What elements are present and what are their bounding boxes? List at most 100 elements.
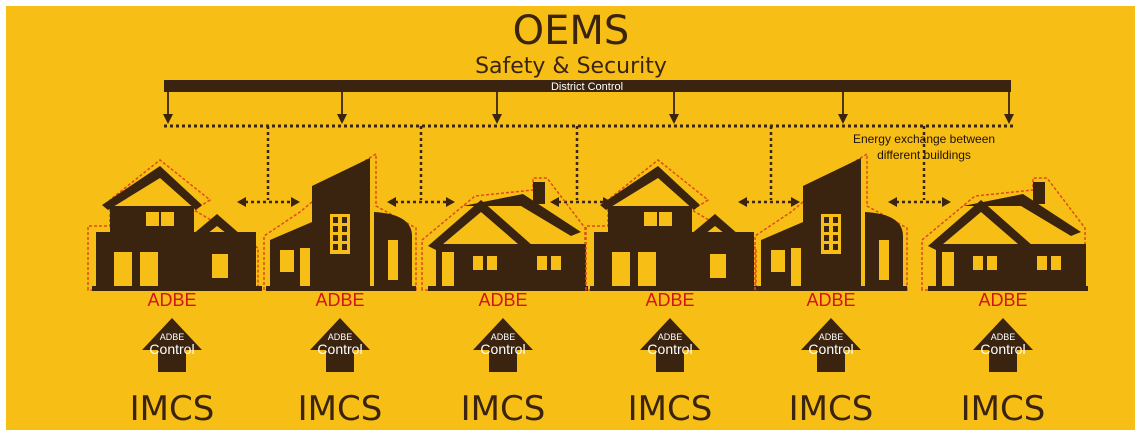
exchange-note-line1: Energy exchange between	[853, 132, 995, 146]
tower-left-window	[771, 250, 785, 272]
cottage-window	[987, 256, 997, 270]
imcs-label: IMCS	[461, 389, 546, 429]
cottage-wall	[436, 244, 586, 286]
tower-window-pane	[824, 217, 829, 223]
imcs-label: IMCS	[628, 389, 713, 429]
exchange-arrow-left-head	[387, 197, 396, 207]
cottage-chimney	[533, 182, 545, 204]
exchange-arrow-left-head	[550, 197, 559, 207]
up-arrow-icon	[310, 318, 370, 372]
tower-window-pane	[333, 226, 338, 232]
tower-window-pane	[833, 226, 838, 232]
cottage-window	[1037, 256, 1047, 270]
up-arrow-icon	[973, 318, 1033, 372]
exchange-arrow-left-head	[738, 197, 747, 207]
cottage-base	[428, 286, 588, 291]
control-label-bottom: Control	[808, 341, 853, 357]
imcs-label: IMCS	[130, 389, 215, 429]
control-label-top: ADBE	[991, 332, 1016, 342]
tower-window-pane	[342, 235, 347, 241]
tower-window-pane	[833, 244, 838, 250]
tower-window-pane	[333, 217, 338, 223]
house-base	[92, 286, 262, 291]
diagram-background	[6, 6, 1135, 430]
cottage-door	[442, 252, 454, 286]
buildings-row: ADBEADBEControlIMCSADBEADBEControlIMCSAD…	[87, 152, 1088, 429]
building-outline	[754, 152, 908, 291]
up-arrow-icon	[801, 318, 861, 372]
district-control-label: District Control	[551, 81, 623, 93]
tower-door	[791, 248, 801, 286]
house-ledge	[594, 232, 694, 240]
energy-bus-drops	[266, 126, 926, 200]
control-label-top: ADBE	[658, 332, 683, 342]
house-door	[114, 252, 132, 286]
control-label-top: ADBE	[819, 332, 844, 342]
district-down-arrows	[163, 92, 1014, 124]
tower-window-pane	[333, 235, 338, 241]
cottage-back-roof	[463, 194, 581, 236]
house-side-roof	[186, 214, 256, 252]
control-label-bottom: Control	[317, 341, 362, 357]
cottage-window	[1051, 256, 1061, 270]
district-arrow-head	[492, 114, 502, 124]
adbe-label: ADBE	[147, 290, 196, 310]
control-label-bottom: Control	[980, 341, 1025, 357]
cottage-window	[537, 256, 547, 270]
house-roof	[600, 166, 700, 210]
house-door	[140, 252, 158, 286]
tower-right-window	[879, 240, 889, 280]
cottage-door	[942, 252, 954, 286]
exchange-note-line2: different buildings	[877, 148, 971, 162]
exchange-arrow-left-head	[888, 197, 897, 207]
diagram-subtitle: Safety & Security	[475, 54, 667, 79]
tower-window-pane	[824, 235, 829, 241]
building-outline	[87, 159, 259, 291]
adbe-label: ADBE	[315, 290, 364, 310]
house-ledge	[96, 232, 196, 240]
imcs-label: IMCS	[789, 389, 874, 429]
up-arrow-icon	[142, 318, 202, 372]
district-control-bar	[164, 80, 1011, 92]
tower-window-pane	[342, 226, 347, 232]
exchange-arrow-right-head	[291, 197, 300, 207]
cottage-back-roof	[963, 194, 1081, 236]
exchange-arrow-left-head	[237, 197, 246, 207]
control-label-bottom: Control	[149, 341, 194, 357]
cottage-base	[928, 286, 1088, 291]
adbe-label: ADBE	[645, 290, 694, 310]
house-door	[638, 252, 656, 286]
adbe-label: ADBE	[978, 290, 1027, 310]
district-arrow-head	[163, 114, 173, 124]
house-side-roof	[684, 214, 754, 252]
tower-left-window	[280, 250, 294, 272]
adbe-label: ADBE	[478, 290, 527, 310]
up-arrow-icon	[473, 318, 533, 372]
cottage-main-roof	[928, 200, 1033, 250]
diagram-title: OEMS	[513, 8, 630, 54]
district-arrow-head	[669, 114, 679, 124]
district-arrow-head	[337, 114, 347, 124]
cottage-window	[973, 256, 983, 270]
imcs-label: IMCS	[298, 389, 383, 429]
control-label-top: ADBE	[328, 332, 353, 342]
control-label-top: ADBE	[491, 332, 516, 342]
cottage-window	[473, 256, 483, 270]
house-door	[612, 252, 630, 286]
tower-window-pane	[342, 244, 347, 250]
up-arrow-icon	[640, 318, 700, 372]
tower-base	[757, 286, 907, 291]
tower-window-pane	[824, 244, 829, 250]
cottage-main-roof	[428, 200, 533, 250]
control-label-bottom: Control	[647, 341, 692, 357]
tower-base	[266, 286, 416, 291]
house-side-window	[710, 254, 726, 278]
tower-window-pane	[824, 226, 829, 232]
tower-door	[300, 248, 310, 286]
